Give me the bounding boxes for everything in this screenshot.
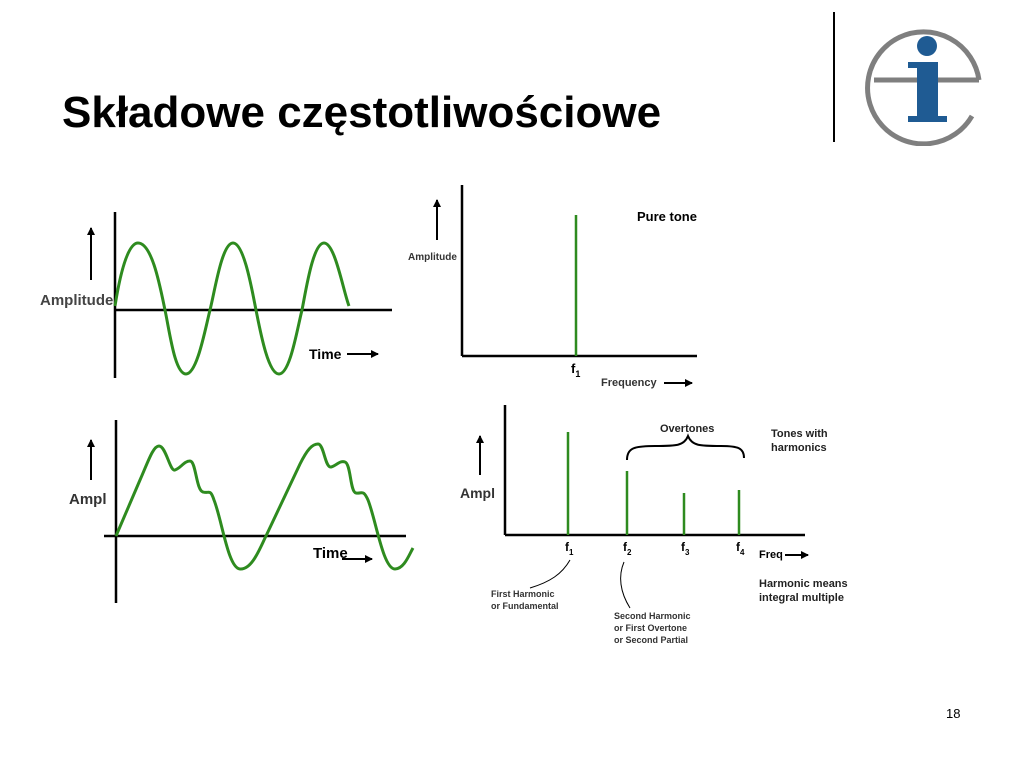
note-first-line1: First Harmonic [491, 589, 555, 599]
title-divider [833, 12, 835, 142]
panel-time-complex: Ampl Time [69, 420, 415, 603]
logo-i-dot [917, 36, 937, 56]
tick-f1: f1 [571, 361, 580, 379]
y-label: Ampl [69, 491, 107, 508]
panel-title: Pure tone [637, 209, 697, 224]
note-second-line2: or First Overtone [614, 623, 687, 633]
x-label: Frequency [601, 377, 658, 389]
panel-freq-pure: Amplitude Pure tone f1 Frequency [408, 185, 697, 389]
tones-title-line1: Tones with [771, 428, 828, 440]
note-second-line3: or Second Partial [614, 635, 688, 645]
logo-i-stem [917, 62, 938, 120]
pointer-second-harmonic [620, 561, 631, 609]
panel-freq-harmonics: Ampl f1 f2 f3 f4 Freq Overtones Tones wi… [460, 405, 848, 645]
tick-f2: f2 [623, 540, 632, 557]
logo-e-ring [865, 29, 982, 146]
tones-title-line2: harmonics [771, 442, 827, 454]
institution-logo [865, 29, 982, 146]
note-harmonic-line2: integral multiple [759, 592, 844, 604]
overtones-brace [626, 433, 745, 461]
note-harmonic-line1: Harmonic means [759, 578, 848, 590]
panel-time-pure: Amplitude Time [40, 212, 392, 378]
page-number: 18 [946, 706, 961, 721]
tick-f4: f4 [736, 540, 745, 557]
slide-title: Składowe częstotliwościowe [62, 88, 662, 137]
overtones-label: Overtones [660, 423, 714, 435]
x-label: Time [309, 346, 342, 362]
pointer-first-harmonic [529, 559, 571, 589]
logo-i-serif-top [908, 62, 920, 68]
sine-wave [113, 241, 351, 376]
tick-f3: f3 [681, 540, 690, 557]
note-first-line2: or Fundamental [491, 601, 559, 611]
x-label: Freq [759, 549, 783, 561]
tick-f1: f1 [565, 540, 574, 557]
logo-i-serif-bottom [908, 116, 947, 122]
x-label: Time [313, 545, 348, 562]
y-label: Ampl [460, 485, 495, 501]
complex-wave [114, 442, 415, 571]
note-second-line1: Second Harmonic [614, 611, 691, 621]
y-label: Amplitude [408, 252, 457, 263]
y-label: Amplitude [40, 292, 113, 309]
